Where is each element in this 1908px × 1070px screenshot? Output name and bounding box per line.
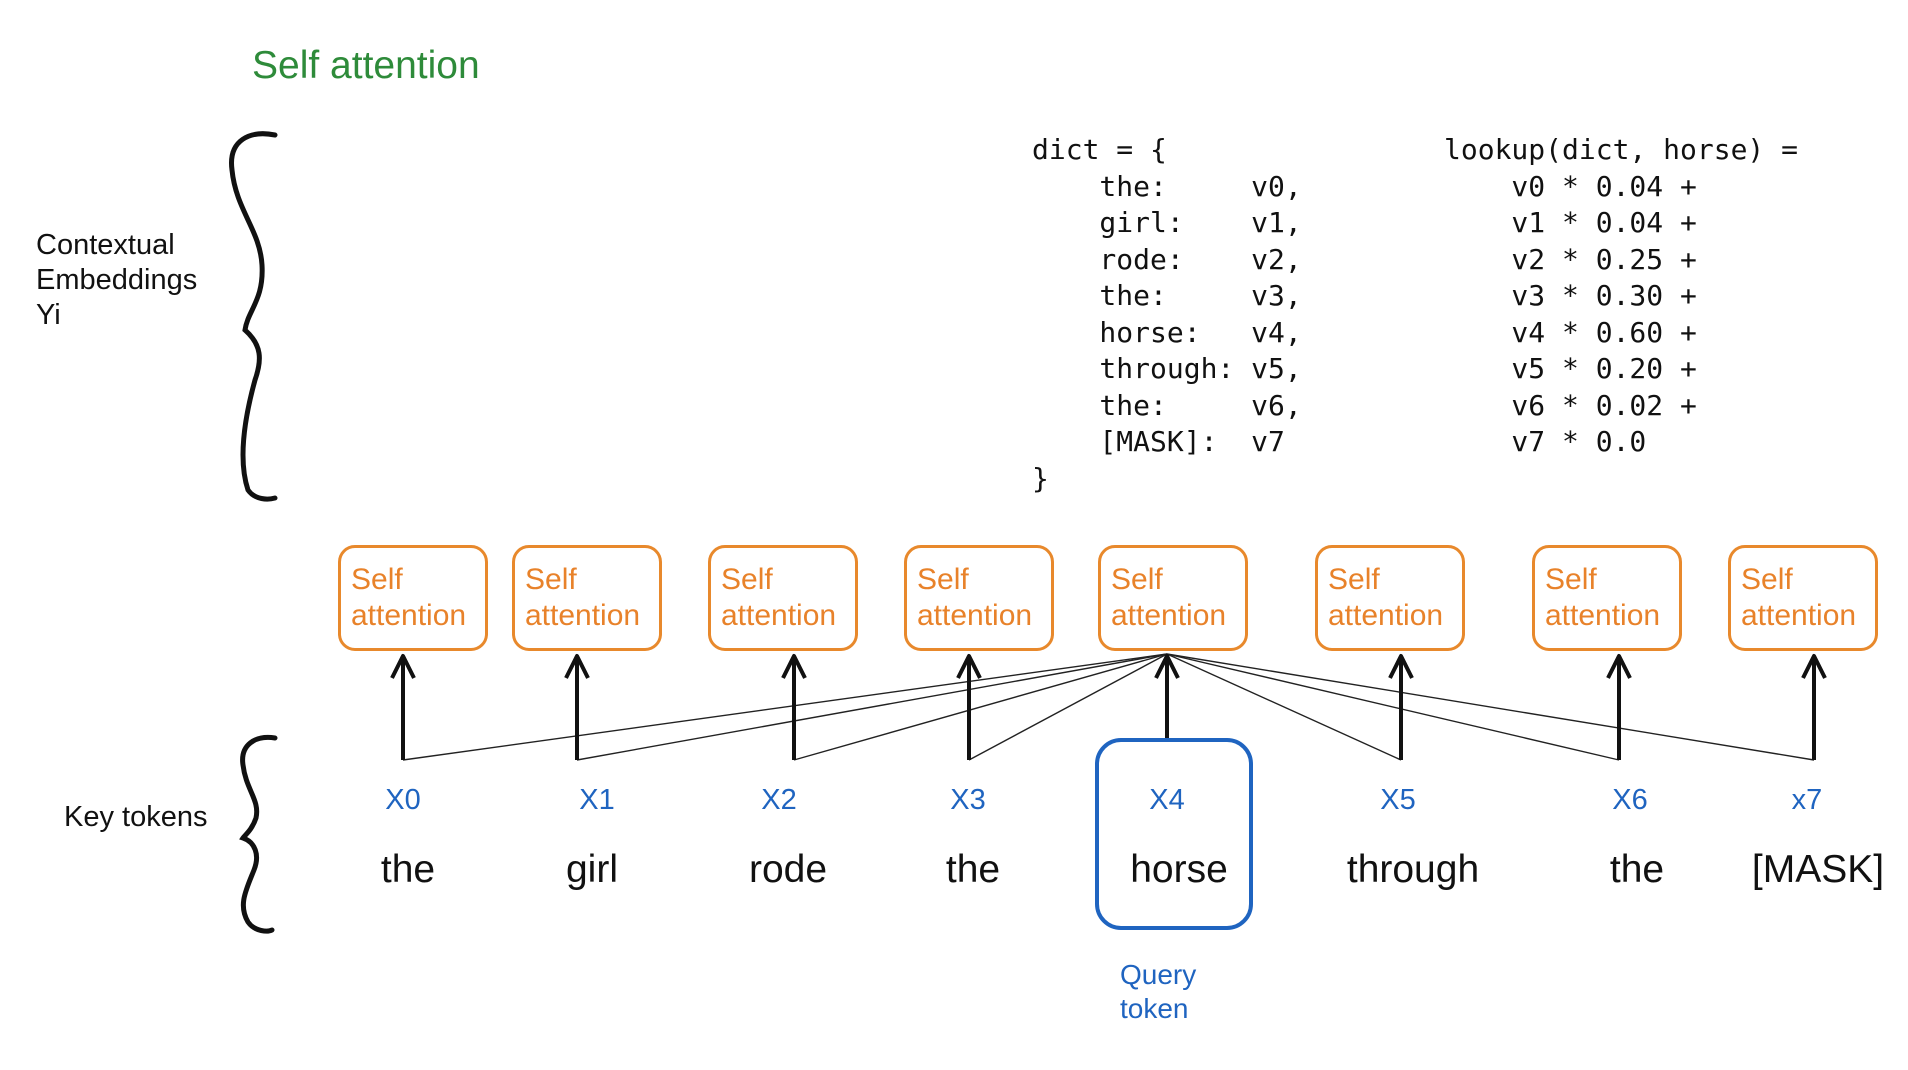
- query-token-label: Query token: [1120, 959, 1197, 1024]
- contextual-label-line: Yi: [36, 299, 61, 331]
- token-arrow: [956, 654, 982, 760]
- self-attention-box: Self attention: [512, 545, 662, 651]
- token-word: [MASK]: [1751, 848, 1885, 891]
- attention-line: [968, 653, 1168, 761]
- self-attention-box: Self attention: [1098, 545, 1248, 651]
- contextual-label-line: Embeddings: [36, 264, 198, 296]
- self-attention-label: Self attention: [721, 563, 837, 632]
- token-word: rode: [748, 848, 828, 891]
- token-word: the: [945, 848, 1001, 891]
- token-arrow: [390, 654, 416, 760]
- token-index-label: X4: [1149, 784, 1185, 816]
- self-attention-label: Self attention: [1545, 563, 1661, 632]
- token-index-label: X6: [1612, 784, 1648, 816]
- self-attention-box: Self attention: [338, 545, 488, 651]
- self-attention-label: Self attention: [1328, 563, 1444, 632]
- self-attention-box: Self attention: [904, 545, 1054, 651]
- attention-line: [1166, 653, 1815, 761]
- diagram-title: Self attention: [252, 44, 480, 87]
- self-attention-box: Self attention: [708, 545, 858, 651]
- query-token-box: [1095, 738, 1253, 930]
- self-attention-label: Self attention: [1741, 563, 1857, 632]
- attention-line: [402, 653, 1168, 761]
- token-arrow: [564, 654, 590, 760]
- self-attention-label: Self attention: [917, 563, 1033, 632]
- token-index-label: X2: [761, 784, 797, 816]
- token-arrow: [1388, 654, 1414, 760]
- contextual-brace: [229, 131, 278, 502]
- token-index-label: x7: [1791, 784, 1823, 816]
- dict-code-block: dict = { the: v0, girl: v1, rode: v2, th…: [1032, 133, 1302, 495]
- attention-line: [576, 653, 1168, 761]
- token-index-label: X5: [1380, 784, 1416, 816]
- token-index-label: X1: [579, 784, 615, 816]
- attention-line: [1166, 653, 1620, 761]
- self-attention-label: Self attention: [525, 563, 641, 632]
- key-tokens-brace: [239, 734, 278, 934]
- contextual-label-line: Contextual: [36, 229, 175, 261]
- self-attention-box: Self attention: [1728, 545, 1878, 651]
- token-word: girl: [565, 848, 619, 891]
- token-index-label: X0: [385, 784, 421, 816]
- key-tokens-label: Key tokens: [64, 801, 208, 833]
- self-attention-box: Self attention: [1532, 545, 1682, 651]
- contextual-embeddings-label: Contextual Embeddings Yi: [36, 228, 197, 333]
- token-word: through: [1346, 848, 1480, 891]
- attention-line: [1166, 653, 1402, 761]
- token-word: horse: [1130, 848, 1228, 891]
- attention-line: [793, 653, 1168, 761]
- token-arrow: [1606, 654, 1632, 760]
- self-attention-label: Self attention: [1111, 563, 1227, 632]
- token-index-label: X3: [950, 784, 986, 816]
- self-attention-box: Self attention: [1315, 545, 1465, 651]
- token-arrow: [1154, 654, 1180, 740]
- lookup-code-block: lookup(dict, horse) = v0 * 0.04 + v1 * 0…: [1444, 133, 1799, 458]
- self-attention-label: Self attention: [351, 563, 467, 632]
- token-arrow: [1801, 654, 1827, 760]
- token-word: the: [1609, 848, 1665, 891]
- token-word: the: [380, 848, 436, 891]
- token-arrow: [781, 654, 807, 760]
